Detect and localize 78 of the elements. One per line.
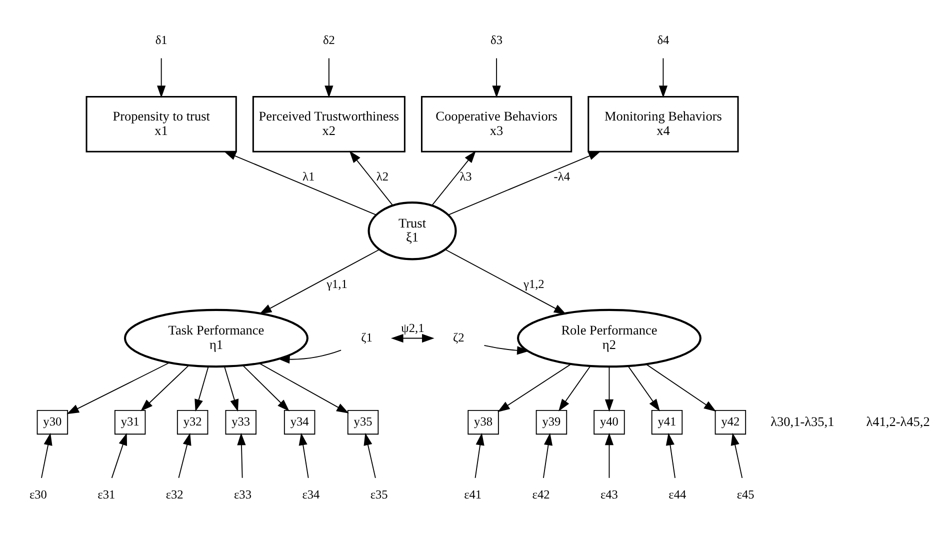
arrow (558, 366, 591, 412)
node-box: Perceived Trustworthiness x2 (252, 96, 406, 152)
node-box: Cooperative Behaviors x3 (420, 96, 572, 152)
node-box: y34 (284, 410, 316, 435)
edge-label: λ3 (460, 169, 472, 184)
edge-label: λ1 (302, 169, 315, 184)
node-box: y30 (36, 410, 68, 435)
node-text: δ4 (657, 33, 670, 48)
node-box: y33 (225, 410, 256, 435)
arrow (666, 432, 676, 478)
node-box: y40 (594, 410, 625, 435)
arrow (111, 432, 128, 478)
arrow (66, 362, 170, 414)
arrow (258, 362, 349, 414)
arrow (194, 366, 209, 412)
node-box: y35 (347, 410, 379, 435)
edge-label: -λ4 (554, 169, 570, 184)
arrow (645, 364, 716, 412)
edge-label: γ1,1 (326, 276, 348, 291)
edge-label: γ1,2 (524, 276, 544, 291)
node-text: ε31 (98, 487, 116, 502)
arrow (324, 58, 334, 98)
node-text: ζ2 (453, 330, 464, 344)
arrow (730, 432, 743, 478)
node-box: Monitoring Behaviors x4 (588, 96, 739, 152)
node-text: ε30 (29, 487, 47, 502)
node-text: δ1 (155, 33, 168, 48)
node-text: ε34 (302, 487, 320, 502)
node-text: ε33 (234, 487, 252, 502)
node-box: Propensity to trust x1 (86, 96, 237, 152)
arrow (604, 366, 614, 412)
node-box: y38 (468, 410, 499, 435)
node-text: ζ1 (361, 330, 372, 344)
arrow (157, 58, 166, 98)
arrow (259, 249, 380, 314)
arrow (542, 432, 553, 478)
edge-label: λ2 (376, 169, 388, 184)
node-text: ε44 (668, 487, 686, 502)
node-box: y32 (176, 410, 208, 435)
arrow (497, 364, 572, 412)
arrow (432, 150, 476, 206)
node-box: y39 (536, 410, 568, 435)
node-box: y31 (114, 410, 146, 435)
node-box: y41 (651, 410, 683, 435)
arrow (224, 366, 239, 412)
node-text: ε45 (736, 487, 754, 502)
arrow (140, 364, 190, 412)
node-text: ε32 (166, 487, 184, 502)
arrow (604, 432, 614, 478)
arrow (41, 432, 52, 478)
node-text: ε35 (370, 487, 388, 502)
arrow (277, 350, 342, 364)
node-text: ε41 (464, 487, 482, 502)
arrow (242, 364, 290, 412)
node-text: ε42 (532, 487, 550, 502)
arrow (390, 334, 434, 343)
arrow (492, 58, 501, 98)
label: λ30,1-λ35,1 (770, 414, 834, 429)
node-text: δ3 (490, 33, 503, 48)
node-ellipse: Task Performance η1 (124, 308, 308, 368)
arrow (444, 249, 566, 314)
label: λ41,2-λ45,2 (866, 414, 930, 429)
node-text: ε43 (600, 487, 618, 502)
node-ellipse: Trust ξ1 (368, 202, 457, 260)
arrow (224, 151, 377, 216)
arrow (298, 432, 309, 478)
arrow (364, 432, 376, 478)
node-text: δ2 (322, 33, 335, 48)
arrow (658, 58, 668, 98)
arrow (628, 366, 660, 412)
arrow (349, 150, 394, 206)
arrow (448, 151, 601, 216)
arrow (474, 432, 484, 478)
arrow (178, 432, 192, 478)
node-box: y42 (714, 410, 746, 435)
arrow (484, 345, 530, 355)
edge-label: ψ2,1 (401, 321, 424, 336)
arrow (237, 432, 246, 478)
